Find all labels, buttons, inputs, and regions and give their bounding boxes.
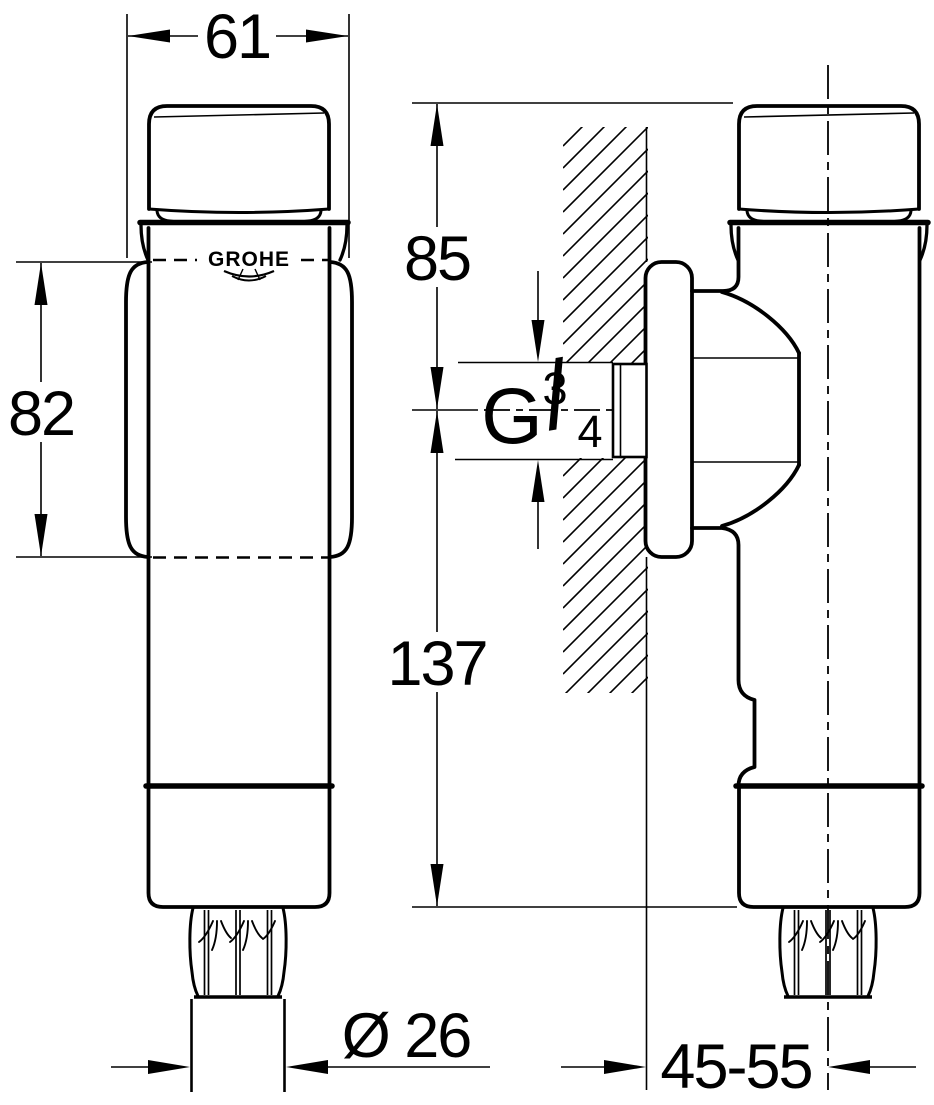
arrowhead-up — [34, 263, 48, 305]
arrowhead-right — [148, 1060, 190, 1074]
cap-bottom-edge — [147, 207, 331, 214]
inlet-nipple — [611, 362, 648, 459]
front-view: GROHE — [124, 104, 354, 1092]
arrowhead-left — [128, 29, 170, 43]
logo-laurel-sprigs — [237, 268, 261, 281]
dim-label-61: 61 — [204, 2, 270, 72]
dim-overall-width: 61 — [126, 2, 350, 258]
collar-stub-right — [338, 223, 349, 262]
cone-bottom-edge — [720, 463, 801, 528]
arrowhead-right — [306, 29, 348, 43]
dim-label-137: 137 — [387, 629, 486, 699]
dim-thread-g34: G 3 / 4 — [455, 271, 613, 549]
arrowhead-down — [531, 320, 545, 362]
logo-laurel-bottom — [231, 275, 267, 282]
dim-label-85: 85 — [404, 224, 470, 294]
thread-numerator: 3 — [542, 363, 567, 414]
thread-denominator: 4 — [577, 406, 602, 457]
side-lug-left — [124, 260, 150, 559]
grohe-logo-text: GROHE — [208, 248, 290, 271]
arrowhead-down — [430, 864, 444, 906]
cap-outline-side — [737, 104, 921, 211]
dim-body-height: 82 — [8, 261, 152, 558]
dim-label-45-55: 45-55 — [660, 1032, 811, 1102]
arrowhead-down — [430, 367, 444, 409]
dim-inlet-to-outlet: 137 — [387, 411, 737, 908]
thread-prefix: G — [481, 371, 542, 460]
cap-chamfer-line — [153, 112, 325, 118]
cap-bottom-edge-side — [737, 207, 921, 214]
arrowhead-left — [286, 1060, 328, 1074]
dim-label-diameter-26: Ø 26 — [342, 1001, 471, 1071]
outlet-knurl-front — [188, 906, 288, 999]
wall-flange — [643, 260, 694, 559]
dim-wall-to-center: 45-55 — [561, 1032, 916, 1102]
cap-outline — [147, 104, 331, 211]
grohe-logo: GROHE — [208, 248, 290, 282]
arrowhead-up — [531, 460, 545, 502]
dim-label-82: 82 — [8, 379, 74, 449]
dim-cap-to-inlet: 85 — [404, 102, 733, 411]
logo-laurel-top — [223, 269, 275, 278]
cone-top-edge — [720, 290, 801, 355]
cap-chamfer-line-side — [743, 112, 915, 118]
lower-housing-side — [737, 786, 922, 909]
side-lug-right — [328, 260, 354, 559]
body-lower-profile — [690, 526, 757, 788]
lower-housing — [146, 786, 332, 909]
dim-outlet-diameter: Ø 26 — [111, 1001, 490, 1074]
arrowhead-down — [34, 514, 48, 556]
wall-section — [563, 127, 648, 1090]
side-view — [611, 104, 931, 999]
arrowhead-up — [430, 104, 444, 146]
arrowhead-up — [430, 411, 444, 453]
arrowhead-right — [604, 1060, 646, 1074]
arrowhead-left — [828, 1060, 870, 1074]
